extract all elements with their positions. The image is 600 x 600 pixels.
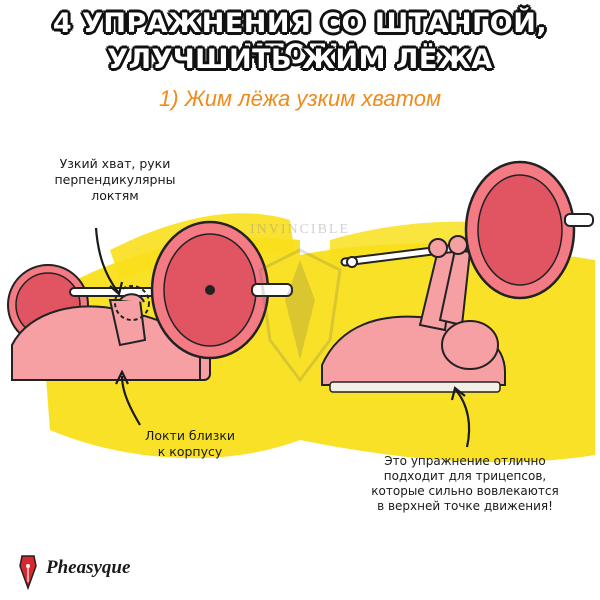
triceps-annotation-line: Это упражнение отлично bbox=[384, 454, 546, 468]
grip-annotation-line: локтям bbox=[91, 188, 139, 203]
triceps-annotation-line: в верхней точке движения! bbox=[377, 499, 553, 513]
grip-annotation-line: Узкий хват, руки bbox=[59, 156, 171, 171]
elbows-annotation-line: к корпусу bbox=[157, 444, 223, 459]
triceps-annotation-line: подходит для трицепсов, bbox=[383, 469, 547, 483]
title-line-1: 4 упражнения со штангой, чтобы bbox=[52, 8, 548, 70]
triceps-annotation: Это упражнение отлично подходит для триц… bbox=[350, 454, 580, 514]
grip-highlight-circle bbox=[114, 285, 150, 321]
brand-logo[interactable]: Pheasyque bbox=[16, 548, 130, 588]
elbows-annotation-line: Локти близки bbox=[144, 428, 236, 443]
brand-name: Pheasyque bbox=[46, 557, 131, 578]
right-figure-lockout bbox=[321, 160, 594, 393]
left-figure-lowered-bar bbox=[7, 220, 293, 381]
pointer-arrows bbox=[94, 227, 471, 448]
title-line-2: улучшить жим лёжа bbox=[107, 44, 493, 75]
elbows-annotation: Локти близки к корпусу bbox=[130, 428, 250, 460]
watermark-emblem bbox=[258, 248, 342, 383]
grip-annotation: Узкий хват, руки перпендикулярны локтям bbox=[20, 156, 210, 204]
exercise-subtitle: 1) Жим лёжа узким хватом bbox=[158, 86, 442, 111]
pen-nib-logo-icon bbox=[19, 555, 37, 591]
triceps-annotation-line: которые сильно вовлекаются bbox=[371, 484, 559, 498]
grip-annotation-line: перпендикулярны bbox=[54, 172, 176, 187]
watermark-text: INVINCIBLE bbox=[249, 222, 351, 237]
